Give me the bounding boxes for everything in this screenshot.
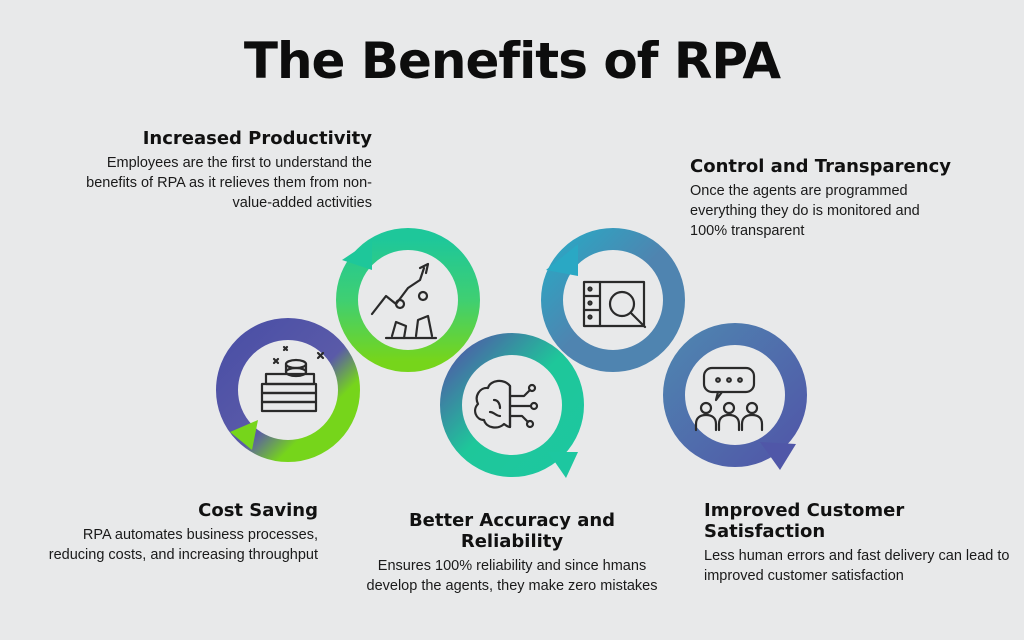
money-stack-icon: [260, 345, 325, 413]
benefit-description: Employees are the first to understand th…: [86, 155, 372, 211]
customer-chat-icon: [694, 366, 764, 432]
benefit-description: Ensures 100% reliability and since hmans…: [366, 558, 658, 594]
cost-saving-ring: [216, 318, 360, 462]
arrowhead-customer: [760, 442, 796, 470]
monitoring-magnifier-icon: [582, 280, 647, 329]
productivity-ring: [336, 228, 480, 372]
benefit-title: Increased Productivity: [142, 128, 372, 149]
benefit-title: Better Accuracy and Reliability: [408, 510, 616, 552]
benefit-title: Cost Saving: [198, 500, 318, 521]
customer-ring: [663, 323, 807, 467]
benefit-title: Improved Customer Satisfaction: [704, 500, 905, 542]
arrowhead-cost: [230, 420, 258, 450]
accuracy-ring: [440, 333, 584, 477]
benefit-title: Control and Transparency: [690, 156, 951, 177]
brain-circuit-icon: [474, 379, 539, 429]
benefit-cost-saving: Cost Saving RPA automates business proce…: [30, 500, 318, 565]
arrowhead-productivity: [342, 240, 372, 270]
arrowhead-control: [546, 244, 578, 276]
benefit-description: RPA automates business processes, reduci…: [48, 527, 318, 563]
benefit-control-transparency: Control and Transparency Once the agents…: [690, 156, 960, 241]
benefit-increased-productivity: Increased Productivity Employees are the…: [60, 128, 372, 213]
control-ring: [541, 228, 685, 372]
arrowhead-accuracy: [548, 452, 578, 478]
benefit-description: Less human errors and fast delivery can …: [704, 548, 1010, 584]
benefit-customer-satisfaction: Improved Customer Satisfaction Less huma…: [704, 500, 1014, 586]
benefit-accuracy-reliability: Better Accuracy and Reliability Ensures …: [362, 510, 662, 596]
productivity-teamwork-icon: [370, 262, 438, 340]
page-title: The Benefits of RPA: [243, 32, 781, 90]
benefit-description: Once the agents are programmed everythin…: [690, 183, 920, 239]
